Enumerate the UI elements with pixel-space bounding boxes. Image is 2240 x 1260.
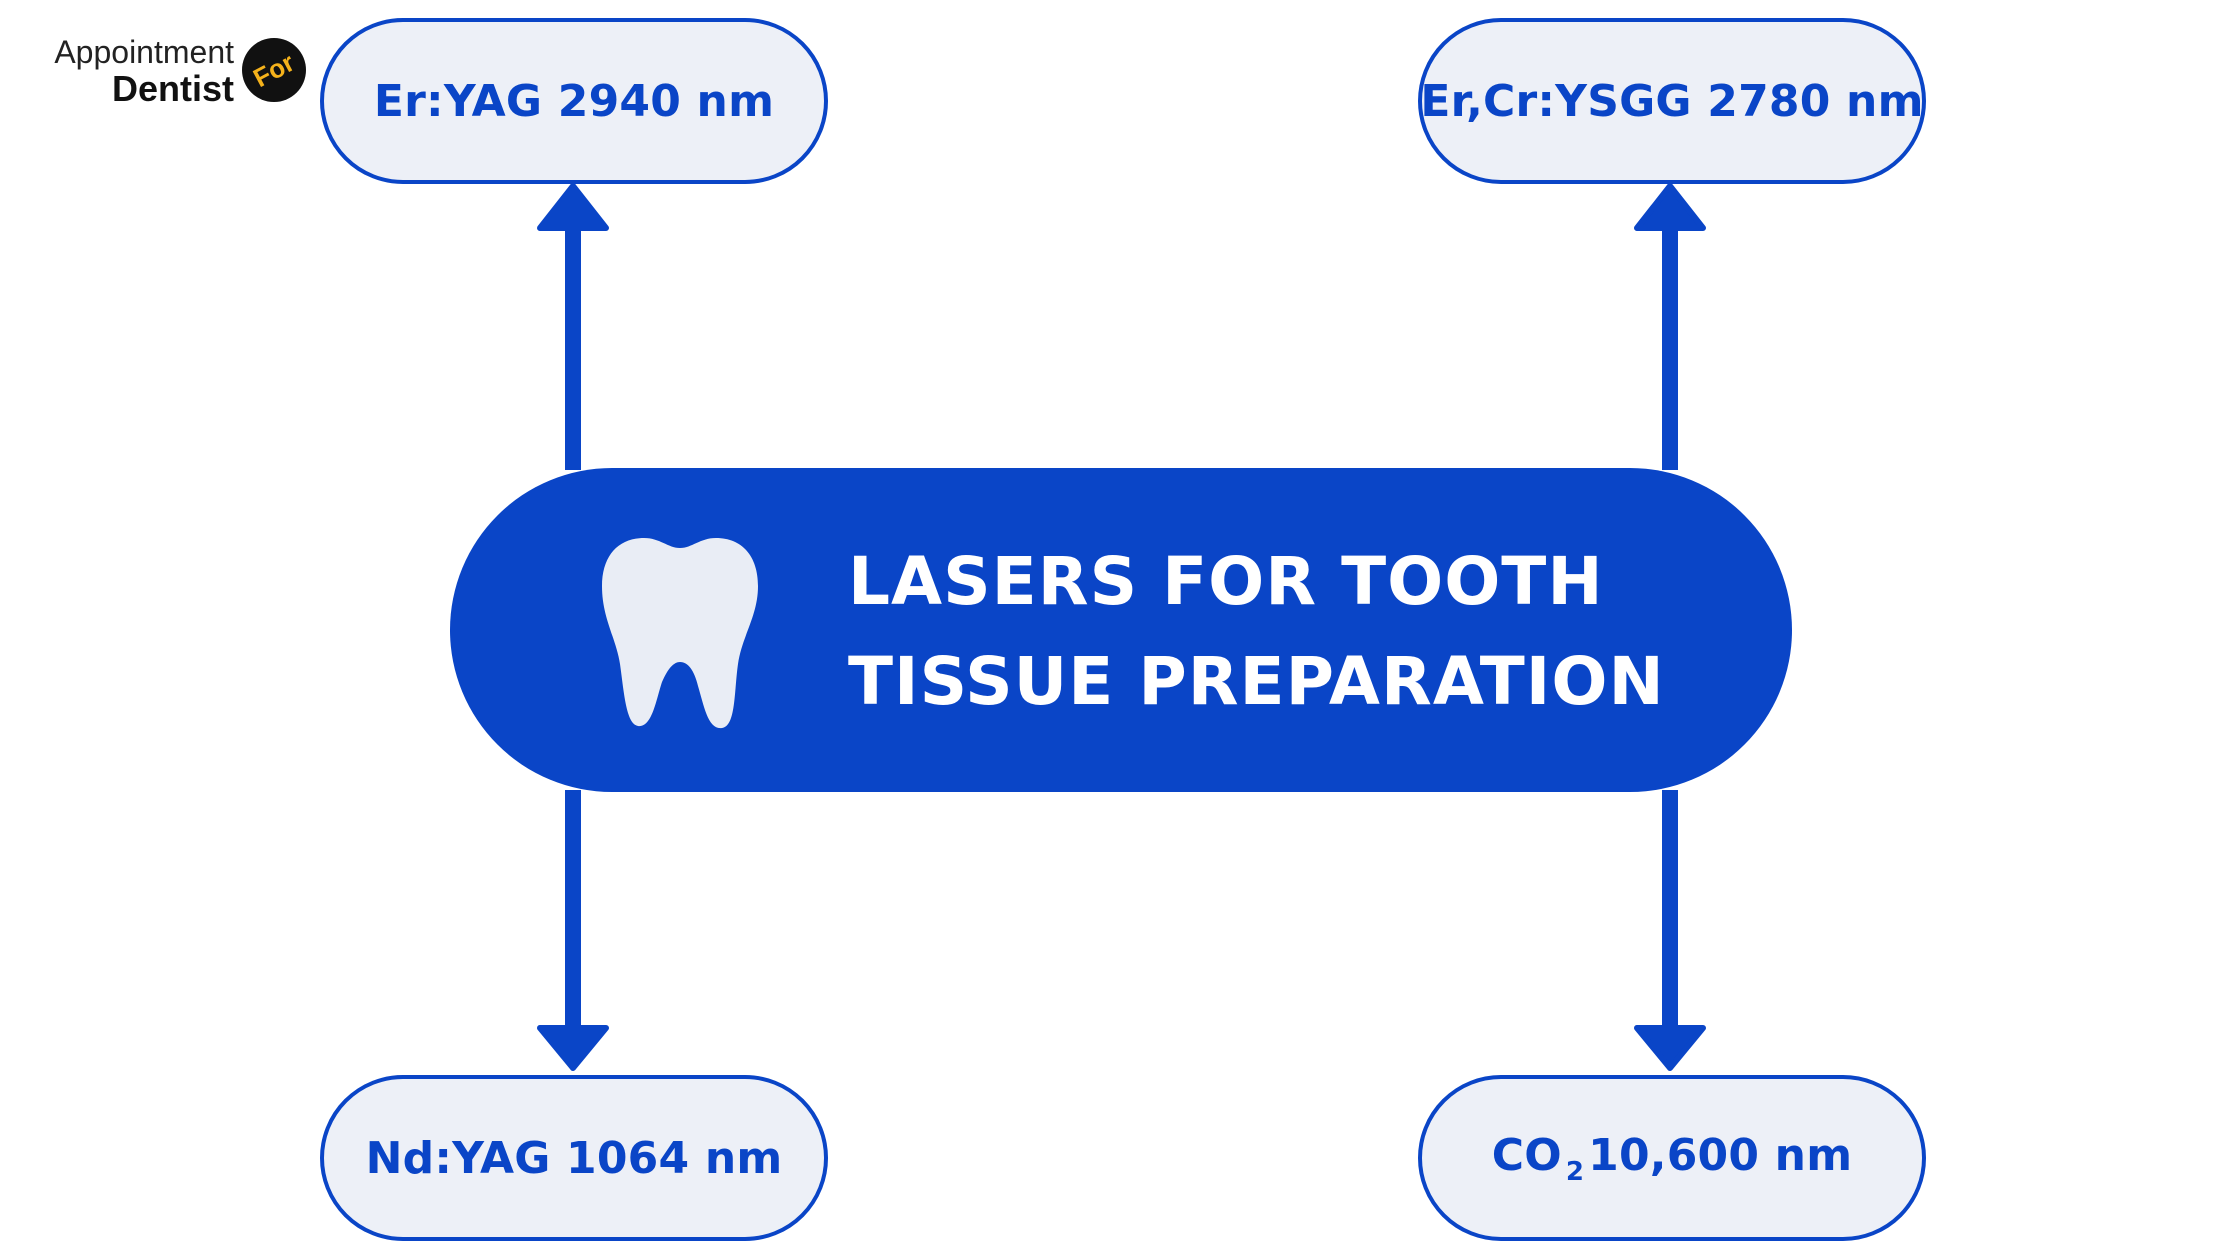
- central-title-line1: LASERS FOR TOOTH: [848, 543, 1604, 620]
- arrow-to-er-yag: [537, 183, 609, 470]
- node-co2-subscript: 2: [1565, 1156, 1585, 1187]
- node-co2-suffix: 10,600 nm: [1588, 1129, 1853, 1181]
- logo-text-appointment: Appointment: [54, 34, 234, 70]
- node-er-yag: Er:YAG 2940 nm: [320, 18, 828, 184]
- logo-badge: For: [242, 38, 306, 102]
- logo-text-dentist: Dentist: [111, 68, 234, 109]
- central-topic: LASERS FOR TOOTH TISSUE PREPARATION: [450, 468, 1792, 792]
- central-title-line2: TISSUE PREPARATION: [848, 643, 1665, 720]
- node-nd-yag: Nd:YAG 1064 nm: [320, 1075, 828, 1241]
- tooth-icon: [602, 538, 758, 729]
- central-title: LASERS FOR TOOTH TISSUE PREPARATION: [848, 532, 1665, 732]
- logo-badge-text: For: [248, 46, 300, 93]
- node-er-yag-label: Er:YAG 2940 nm: [373, 75, 775, 127]
- node-co2-prefix: CO: [1491, 1129, 1562, 1181]
- arrow-to-er-cr-ysgg: [1634, 183, 1706, 470]
- appointment-for-dentist-logo: Appointment Dentist For: [34, 34, 306, 112]
- node-nd-yag-label: Nd:YAG 1064 nm: [365, 1132, 783, 1184]
- arrow-to-nd-yag: [537, 790, 609, 1071]
- node-er-cr-ysgg-label: Er,Cr:YSGG 2780 nm: [1420, 75, 1924, 127]
- arrow-to-co2: [1634, 790, 1706, 1071]
- node-er-cr-ysgg: Er,Cr:YSGG 2780 nm: [1418, 18, 1926, 184]
